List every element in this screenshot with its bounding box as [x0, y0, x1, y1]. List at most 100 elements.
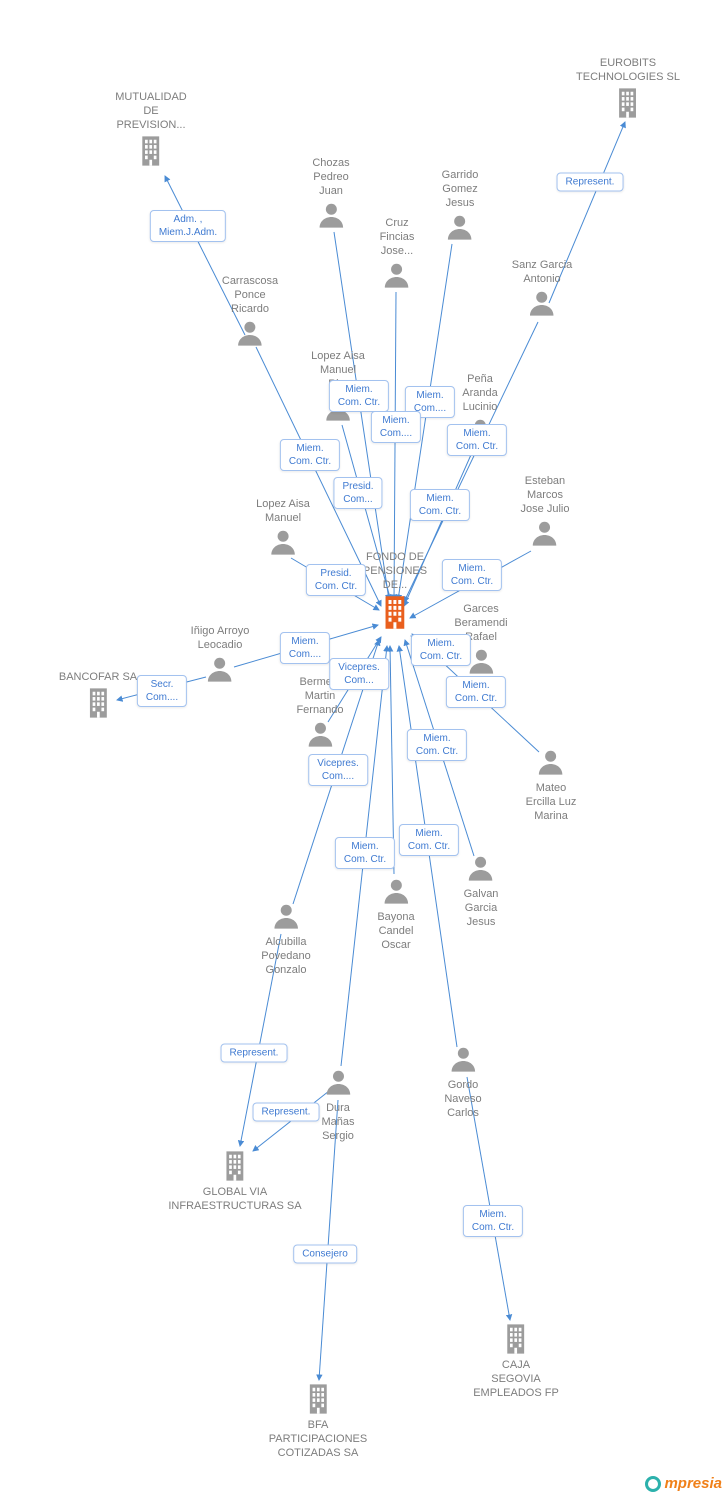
relation-label-miem-com-ctr: Miem. Com. Ctr. [409, 489, 471, 521]
node-person-alcubilla[interactable]: Alcubilla Povedano Gonzalo [261, 902, 311, 977]
edge-line [164, 175, 246, 336]
node-company-globalvia[interactable]: GLOBAL VIA INFRAESTRUCTURAS SA [168, 1150, 302, 1213]
relation-label-adm: Adm. , Miem.J.Adm. [149, 210, 227, 242]
edge-line [341, 424, 393, 602]
building-icon [614, 87, 641, 119]
node-label: Sanz Garcia Antonio [511, 259, 573, 285]
node-person-garces[interactable]: Garces Beramendi Rafael [454, 602, 508, 677]
node-person-lopez-aisa[interactable]: Lopez Aisa Manuel [256, 497, 310, 558]
node-person-sanz[interactable]: Sanz Garcia Antonio [511, 258, 573, 319]
relation-label-miem-com-ctr: Miem. Com. Ctr. [398, 824, 460, 856]
relation-label-miem-com-ctr: Miem. Com. Ctr. [446, 424, 508, 456]
person-icon [268, 528, 298, 558]
relation-label-miem-com: Miem. Com.... [370, 411, 422, 443]
empresia-watermark[interactable]: mpresia [645, 1475, 722, 1492]
relation-label-presid-com: Presid. Com... [333, 477, 383, 509]
relation-label-miem-com-ctr: Miem. Com. Ctr. [462, 1205, 524, 1237]
node-person-dura[interactable]: Dura Mañas Sergio [321, 1068, 355, 1143]
edge-line [395, 243, 453, 601]
node-person-garrido[interactable]: Garrido Gomez Jesus [441, 168, 479, 243]
person-icon [316, 201, 346, 231]
node-company-caja-segovia[interactable]: CAJA SEGOVIA EMPLEADOS FP [473, 1323, 559, 1400]
node-label: Garces Beramendi Rafael [454, 603, 508, 643]
node-company-bancofar[interactable]: BANCOFAR SA [59, 670, 137, 719]
node-label: Esteban Marcos Jose Julio [520, 475, 570, 515]
person-icon [530, 519, 560, 549]
relation-label-presid-com-ctr: Presid. Com. Ctr. [305, 564, 367, 596]
node-label: BANCOFAR SA [58, 671, 138, 683]
node-person-gordo[interactable]: Gordo Naveso Carlos [444, 1045, 482, 1120]
edge-line [386, 645, 395, 875]
relation-label-miem-com-ctr: Miem. Com. Ctr. [334, 837, 396, 869]
node-person-esteban[interactable]: Esteban Marcos Jose Julio [520, 474, 570, 549]
building-icon [502, 1323, 529, 1355]
relation-label-miem-com-ctr: Miem. Com. Ctr. [328, 380, 390, 412]
person-icon [448, 1045, 478, 1075]
node-company-eurobits[interactable]: EUROBITS TECHNOLOGIES SL [576, 56, 680, 119]
relation-label-miem-com-ctr: Miem. Com. Ctr. [279, 439, 341, 471]
person-icon [323, 1068, 353, 1098]
building-icon [85, 687, 112, 719]
relation-label-miem-com: Miem. Com.... [279, 632, 331, 664]
node-label: Cruz Fincias Jose... [379, 217, 415, 257]
person-icon [205, 655, 235, 685]
node-label: Iñigo Arroyo Leocadio [190, 625, 250, 651]
node-label: Gordo Naveso Carlos [444, 1079, 482, 1119]
person-icon [382, 261, 412, 291]
watermark-text: mpresia [664, 1475, 722, 1492]
node-label: Carrascosa Ponce Ricardo [221, 275, 279, 315]
edge-line [403, 447, 475, 607]
node-person-chozas[interactable]: Chozas Pedreo Juan [312, 156, 350, 231]
node-label: Peña Aranda Lucinio [462, 373, 498, 413]
edge-line [255, 346, 382, 607]
node-person-inigo[interactable]: Iñigo Arroyo Leocadio [190, 624, 250, 685]
relation-label-vicepres-com: Vicepres. Com... [329, 658, 389, 690]
node-label: Garrido Gomez Jesus [441, 169, 479, 209]
node-label: Lopez Aisa Manuel [256, 498, 310, 524]
node-label: GLOBAL VIA INFRAESTRUCTURAS SA [168, 1186, 302, 1212]
relation-label-represent: Represent. [556, 172, 624, 192]
empresia-logo-icon [645, 1475, 662, 1492]
relation-label-secr-com: Secr. Com.... [136, 675, 188, 707]
node-person-mateo[interactable]: Mateo Ercilla Luz Marina [525, 748, 577, 823]
relation-label-miem-com-ctr: Miem. Com. Ctr. [406, 729, 468, 761]
node-label: FONDO DE PENSIONES DE... [362, 551, 428, 591]
node-label: EUROBITS TECHNOLOGIES SL [576, 57, 680, 83]
node-company-bfa[interactable]: BFA PARTICIPACIONES COTIZADAS SA [269, 1383, 367, 1460]
node-label: Alcubilla Povedano Gonzalo [261, 936, 311, 976]
node-label: Bayona Candel Oscar [377, 911, 415, 951]
person-icon [466, 854, 496, 884]
relation-label-represent: Represent. [252, 1102, 320, 1122]
node-person-carrascosa[interactable]: Carrascosa Ponce Ricardo [222, 274, 278, 349]
node-company-fondo-de-pensiones[interactable]: FONDO DE PENSIONES DE... [363, 550, 427, 630]
edge-line [333, 231, 392, 601]
node-label: Chozas Pedreo Juan [312, 157, 350, 197]
edge-line [237, 933, 282, 1147]
relation-label-miem-com-ctr: Miem. Com. Ctr. [410, 634, 472, 666]
edge-line [548, 121, 626, 304]
person-icon [305, 720, 335, 750]
node-label: MUTUALIDAD DE PREVISION... [115, 91, 187, 131]
relation-label-vicepres-com: Vicepres. Com.... [308, 754, 368, 786]
person-icon [445, 213, 475, 243]
node-label: Mateo Ercilla Luz Marina [525, 782, 577, 822]
node-person-bayona[interactable]: Bayona Candel Oscar [377, 877, 415, 952]
node-label: CAJA SEGOVIA EMPLEADOS FP [473, 1359, 559, 1399]
relation-label-represent: Represent. [220, 1043, 288, 1063]
node-person-pena[interactable]: Peña Aranda Lucinio [462, 372, 498, 447]
building-icon [304, 1383, 331, 1415]
building-icon [137, 135, 164, 167]
node-person-galvan[interactable]: Galvan Garcia Jesus [464, 854, 498, 929]
edge-line [466, 1076, 513, 1321]
relation-label-miem-com-ctr: Miem. Com. Ctr. [445, 676, 507, 708]
person-icon [381, 877, 411, 907]
person-icon [271, 902, 301, 932]
node-person-cruz[interactable]: Cruz Fincias Jose... [379, 216, 415, 291]
edge-line [316, 1099, 339, 1381]
node-company-mutualidad[interactable]: MUTUALIDAD DE PREVISION... [115, 90, 187, 167]
relation-label-consejero: Consejero [293, 1244, 357, 1264]
building-icon-highlight [380, 595, 410, 630]
node-label: BFA PARTICIPACIONES COTIZADAS SA [268, 1419, 368, 1459]
